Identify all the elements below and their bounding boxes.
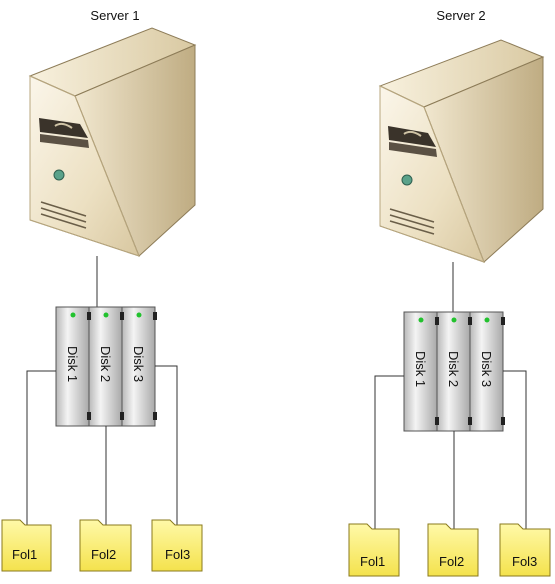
- server-2-power-icon: [401, 174, 413, 186]
- server-1-folder-1-icon: [1, 519, 52, 572]
- server-1-folder-2-icon: [79, 519, 132, 572]
- server-1-disk-2-led-icon: [103, 312, 109, 318]
- server-2-folder-1-label: Fol1: [360, 554, 385, 569]
- server-1-folder-2: Fol2: [79, 519, 132, 572]
- server-1-folder-1-label: Fol1: [12, 547, 37, 562]
- server-2-disk-1-label: Disk 1: [413, 351, 428, 387]
- server-2: Disk 1 Disk 2 Disk 3 Fol1 Fol2 Fol3: [348, 39, 551, 577]
- server-1-disk-3: [121, 306, 156, 427]
- server-1-power-icon: [53, 169, 65, 181]
- server-2-folder-2-label: Fol2: [439, 554, 464, 569]
- server-2-folder-1-icon: [348, 523, 400, 577]
- server-2-folder-1: Fol1: [348, 523, 400, 577]
- server-1-disk-3-label: Disk 3: [131, 346, 146, 382]
- server-2-disk-2-label: Disk 2: [446, 351, 461, 387]
- server-2-folder-2: Fol2: [427, 523, 479, 577]
- server-2-label: Server 2: [436, 8, 486, 23]
- server-2-tower-icon: [378, 39, 545, 263]
- server-1-folder-2-label: Fol2: [91, 547, 116, 562]
- server-2-disk-3-label: Disk 3: [479, 351, 494, 387]
- server-1-folder-3: Fol3: [151, 519, 203, 572]
- server-2-folder-3-label: Fol3: [512, 554, 537, 569]
- server-2-folder-2-icon: [427, 523, 479, 577]
- server-1-disk-1: [55, 306, 90, 427]
- server-2-disk-array: Disk 1 Disk 2 Disk 3: [403, 311, 505, 432]
- server-1: Disk 1 Disk 2 Disk 3 Fol1 Fol2 Fol3: [1, 27, 203, 572]
- server-1-disk-3-led-icon: [136, 312, 142, 318]
- server-2-disk-1-led-icon: [418, 317, 424, 323]
- server-1-folder-1: Fol1: [1, 519, 52, 572]
- server-1-disk-1-label: Disk 1: [65, 346, 80, 382]
- server-1-tower-icon: [28, 27, 197, 257]
- server-1-disk-2-label: Disk 2: [98, 346, 113, 382]
- server-1-disk-array: Disk 1 Disk 2 Disk 3: [55, 306, 157, 427]
- server-2-disk-3-led-icon: [484, 317, 490, 323]
- server-1-disk-1-led-icon: [70, 312, 76, 318]
- server-2-folder-3-icon: [499, 523, 551, 577]
- server-1-label: Server 1: [90, 8, 140, 23]
- server-2-folder-3: Fol3: [499, 523, 551, 577]
- server-2-disk-2-led-icon: [451, 317, 457, 323]
- server-1-folder-3-icon: [151, 519, 203, 572]
- server-1-folder-3-label: Fol3: [165, 547, 190, 562]
